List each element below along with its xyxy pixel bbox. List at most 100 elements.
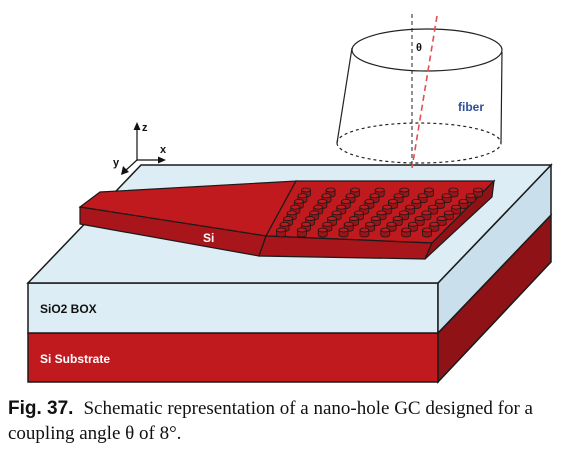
nano-hole-rim	[279, 221, 290, 227]
nano-hole	[317, 227, 328, 238]
nano-hole-rim	[309, 210, 320, 216]
nano-hole	[414, 216, 425, 226]
nano-hole-rim	[473, 187, 483, 193]
nano-hole-rim	[370, 216, 381, 221]
nano-hole	[359, 227, 370, 238]
axes-triad: z x y	[113, 122, 167, 175]
fiber-side-left	[336, 47, 353, 144]
nano-hole-rim	[428, 204, 439, 210]
axis-z-label: z	[142, 122, 148, 134]
nano-hole-rim	[380, 227, 391, 233]
nano-hole	[374, 187, 385, 198]
nano-hole-rim	[359, 204, 370, 210]
nano-hole	[451, 204, 462, 215]
nano-hole-rim	[451, 204, 462, 210]
nano-hole-rim	[422, 227, 432, 233]
nano-hole-rim	[374, 187, 385, 193]
nano-hole-rim	[393, 193, 404, 199]
nano-hole	[276, 227, 286, 238]
nano-hole-rim	[386, 221, 397, 227]
nano-hole-rim	[423, 187, 434, 193]
nano-hole-rim	[399, 210, 409, 216]
fiber-bottom-back	[336, 122, 502, 144]
nano-hole-rim	[392, 216, 403, 221]
nano-hole	[338, 227, 349, 238]
fiber-axis	[411, 15, 438, 169]
fiber-side-right	[500, 51, 503, 144]
nano-hole	[343, 221, 354, 232]
nano-hole-rim	[313, 204, 324, 210]
fiber: θ fiber	[336, 14, 503, 169]
nano-hole-rim	[348, 216, 359, 221]
nano-hole	[370, 216, 381, 226]
axis-y-line	[124, 159, 138, 172]
nano-hole	[296, 227, 307, 238]
fiber-label: fiber	[458, 100, 484, 114]
nano-hole-rim	[421, 210, 432, 216]
nano-hole	[293, 199, 304, 209]
nano-hole-rim	[286, 210, 297, 216]
nano-hole-rim	[350, 187, 361, 193]
nano-hole-rim	[376, 210, 387, 216]
axis-x-arrow	[158, 156, 166, 164]
nano-hole-rim	[414, 216, 425, 221]
nano-hole	[401, 227, 412, 238]
substrate-label: Si Substrate	[40, 352, 110, 366]
nano-hole-rim	[387, 199, 398, 204]
axis-z-arrow	[133, 122, 141, 130]
nano-hole-rim	[331, 210, 342, 216]
nano-hole-rim	[327, 216, 337, 221]
nano-hole-rim	[407, 221, 418, 227]
nano-hole-rim	[325, 187, 336, 193]
nano-hole-rim	[297, 193, 308, 199]
nano-hole-rim	[290, 204, 301, 210]
nano-hole-rim	[465, 193, 476, 199]
nano-hole-rim	[405, 204, 416, 210]
nano-hole-rim	[458, 199, 469, 204]
nano-hole	[309, 210, 320, 221]
nano-hole	[321, 193, 332, 204]
nano-hole-rim	[359, 227, 370, 233]
nano-hole-rim	[322, 221, 333, 227]
nano-hole	[436, 216, 447, 226]
nano-hole-rim	[448, 187, 459, 193]
nano-hole-rim	[411, 199, 422, 204]
nano-hole-rim	[283, 216, 294, 221]
nano-hole-rim	[443, 210, 454, 216]
nano-hole-rim	[382, 204, 393, 210]
nano-hole-rim	[369, 193, 380, 199]
nano-hole-rim	[301, 221, 311, 227]
nano-hole-rim	[338, 227, 349, 233]
nano-hole-rim	[340, 199, 351, 204]
nano-hole	[465, 193, 476, 204]
nano-hole-rim	[305, 216, 315, 221]
nano-hole-rim	[276, 227, 286, 233]
nano-hole-rim	[417, 193, 428, 199]
nano-hole-rim	[301, 187, 311, 193]
nano-hole-rim	[436, 216, 447, 221]
si-label: Si	[203, 231, 214, 245]
axis-x-label: x	[160, 144, 167, 156]
nano-hole-rim	[336, 204, 347, 210]
figure-caption: Fig. 37.Schematic representation of a na…	[8, 396, 564, 446]
nano-hole-rim	[345, 193, 356, 199]
nano-hole-rim	[401, 227, 412, 233]
fiber-bottom-front	[336, 142, 502, 164]
nano-hole-grid	[276, 187, 483, 238]
nano-hole-rim	[429, 221, 440, 227]
axis-y-label: y	[113, 157, 120, 169]
nano-hole	[422, 227, 432, 238]
nano-hole-rim	[435, 199, 445, 204]
nano-hole-rim	[321, 193, 332, 199]
nano-hole-rim	[365, 221, 376, 227]
nano-hole-rim	[441, 193, 452, 199]
nano-hole-rim	[399, 187, 410, 193]
nano-hole	[407, 221, 418, 232]
nano-hole-rim	[343, 221, 354, 227]
gc-schematic: Si SiO2 BOX Si Substrate z x y θ fiber	[26, 14, 553, 384]
nano-hole-rim	[364, 199, 375, 204]
nano-hole-rim	[317, 227, 328, 233]
nano-hole-rim	[317, 199, 328, 204]
nano-hole	[380, 227, 391, 238]
fiber-top	[351, 28, 503, 72]
